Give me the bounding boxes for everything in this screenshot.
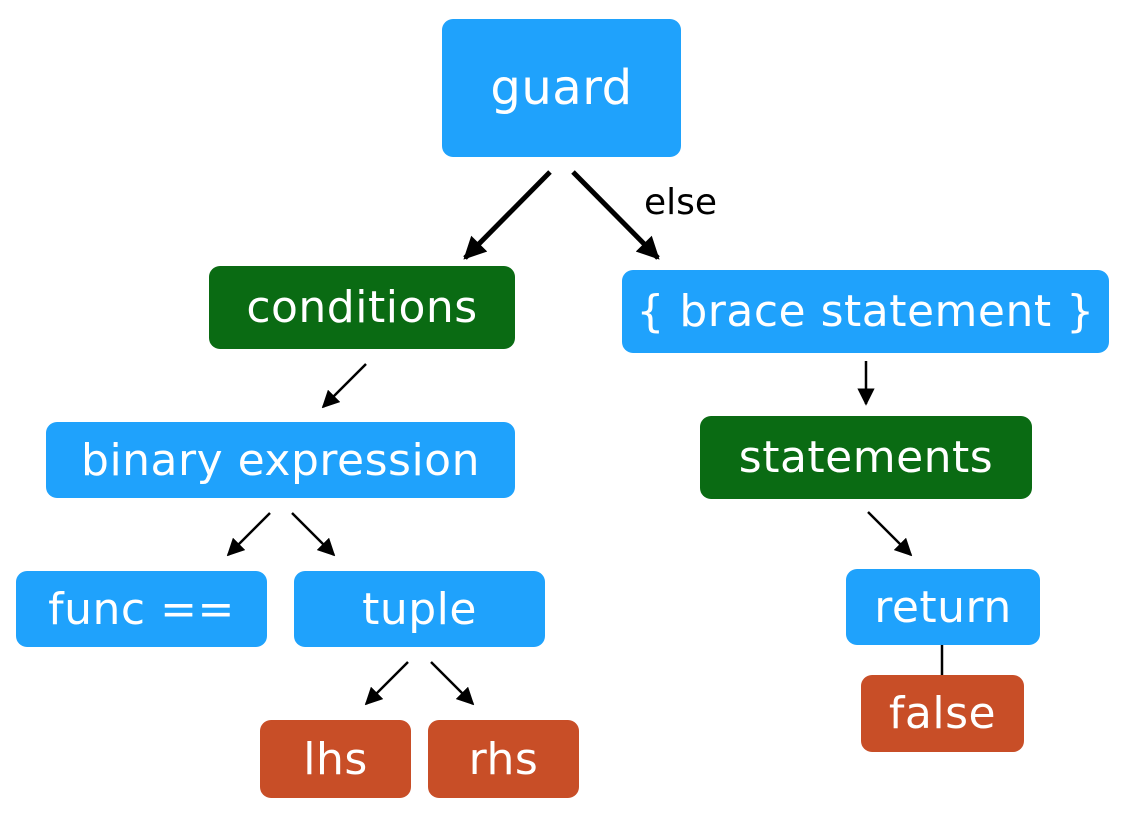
node-rhs: rhs: [428, 720, 579, 798]
edge-statements-return: [867, 511, 913, 557]
node-return: return: [846, 569, 1040, 645]
node-false: false: [861, 675, 1024, 752]
node-guard: guard: [442, 19, 681, 157]
edge-conditions-binary-expression: [321, 363, 367, 409]
edge-tuple-lhs: [364, 661, 409, 706]
edge-guard-conditions: [463, 170, 552, 260]
node-func-eq: func ==: [16, 571, 267, 647]
node-binary-expression: binary expression: [46, 422, 515, 498]
node-conditions: conditions: [209, 266, 515, 349]
node-lhs: lhs: [260, 720, 411, 798]
edge-tuple-rhs: [430, 661, 475, 706]
node-brace-statement: { brace statement }: [622, 270, 1109, 353]
node-tuple: tuple: [294, 571, 545, 647]
edge-binary-tuple: [291, 512, 336, 557]
edge-binary-func: [226, 512, 271, 557]
edge-label-else: else: [644, 182, 718, 223]
edge-guard-brace-statement: [571, 170, 660, 260]
node-statements: statements: [700, 416, 1032, 499]
